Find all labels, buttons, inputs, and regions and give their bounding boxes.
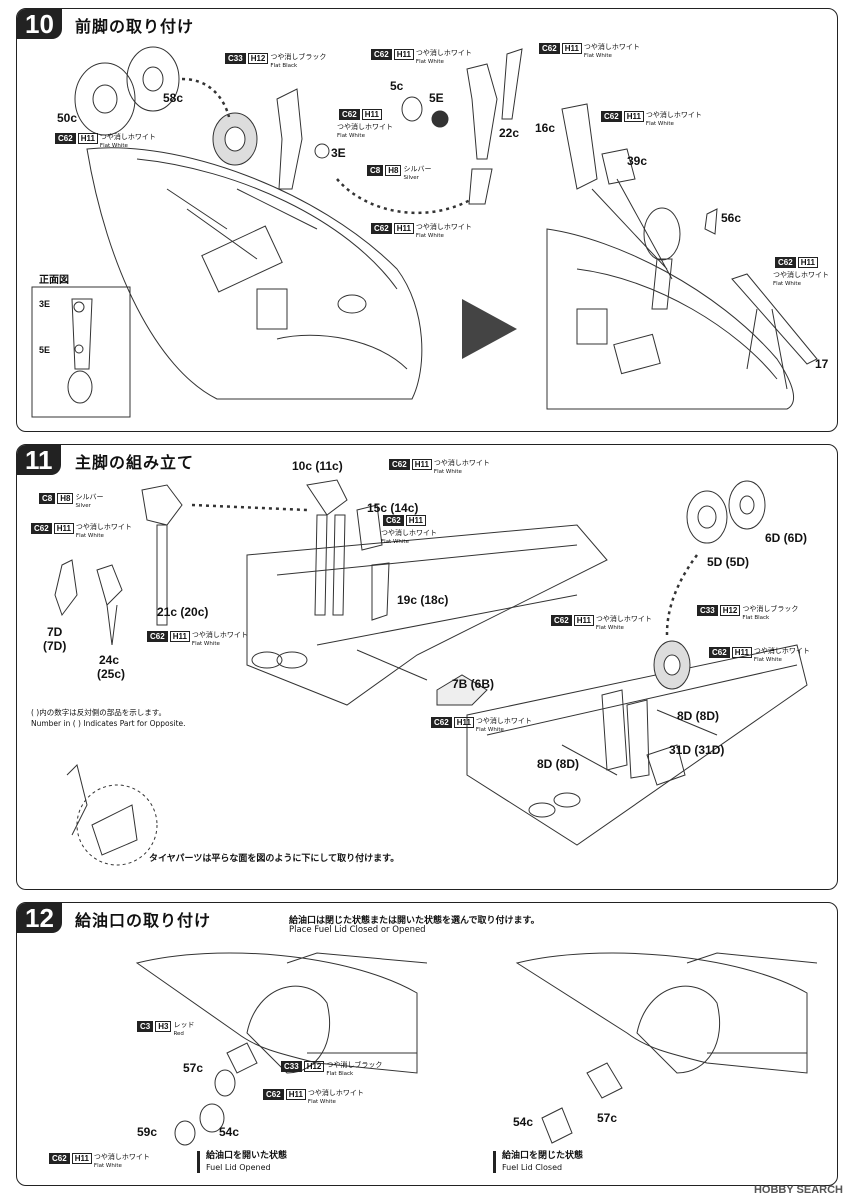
part-25c: (25c)	[97, 667, 126, 681]
step-10-drawing	[31, 46, 818, 418]
step-title: 前脚の取り付け	[75, 17, 195, 36]
part-17: 17	[815, 357, 829, 371]
fuel-lid-choice-en: Place Fuel Lid Closed or Opened	[289, 925, 426, 935]
step-title: 主脚の組み立て	[75, 453, 195, 472]
step-10-panel: 10 前脚の取り付け	[16, 8, 838, 432]
step-number: 11	[17, 445, 61, 475]
front-view-title: 正面図	[39, 275, 69, 286]
part-57c-closed: 57c	[597, 1111, 618, 1125]
part-15c: 15c (14c)	[367, 501, 419, 515]
fuel-lid-choice-jp: 給油口は閉じた状態または開いた状態を選んで取り付けます。	[289, 916, 540, 926]
opposite-part-note-en: Number in ( ) Indicates Part for Opposit…	[31, 719, 186, 728]
part-3e: 3E	[331, 146, 346, 160]
front-view-label-5e: 5E	[39, 345, 51, 355]
part-8d-b: 8D (8D)	[537, 757, 580, 771]
part-8d-a: 8D (8D)	[677, 709, 720, 723]
part-10c: 10c (11c)	[292, 459, 343, 473]
step-12-drawing	[135, 952, 818, 1146]
part-39c: 39c	[627, 154, 648, 168]
part-6d: 6D (6D)	[765, 531, 808, 545]
opposite-part-note-jp: ( )内の数字は反対側の部品を示します。	[31, 708, 166, 717]
step-11-panel: 11 主脚の組み立て	[16, 444, 838, 890]
part-24c: 24c	[99, 653, 120, 667]
fuel-lid-opened-label: 給油口を開いた状態 Fuel Lid Opened	[197, 1151, 287, 1173]
part-19c: 19c (18c)	[397, 593, 449, 607]
part-56c: 56c	[721, 211, 742, 225]
step-11-drawing	[54, 479, 808, 866]
part-58c: 58c	[163, 91, 184, 105]
fuel-lid-closed-label: 給油口を閉じた状態 Fuel Lid Closed	[493, 1151, 583, 1173]
part-5c: 5c	[390, 79, 404, 93]
front-view-label-3e: 3E	[39, 299, 51, 309]
part-59c: 59c	[137, 1125, 158, 1139]
front-view-box	[31, 286, 131, 418]
part-22c: 22c	[499, 126, 520, 140]
part-7d: 7D	[47, 625, 63, 639]
part-21c: 21c (20c)	[157, 605, 209, 619]
part-57c: 57c	[183, 1061, 204, 1075]
part-54c: 54c	[219, 1125, 240, 1139]
part-7b: 7B (6B)	[452, 677, 495, 691]
part-50c: 50c	[57, 111, 78, 125]
step-number: 12	[17, 903, 62, 933]
part-54c-closed: 54c	[513, 1115, 534, 1129]
part-5d: 5D (5D)	[707, 555, 750, 569]
part-5e: 5E	[429, 91, 444, 105]
part-7d-opp: (7D)	[43, 639, 67, 653]
step-title: 給油口の取り付け	[75, 911, 212, 930]
part-16c: 16c	[535, 121, 556, 135]
step-12-panel: 12 給油口の取り付け 給油口は閉じた状態または開いた状態を選んで取り付けます。…	[16, 902, 838, 1186]
watermark: HOBBY SEARCH	[753, 1184, 843, 1196]
step-number: 10	[17, 9, 62, 39]
part-31d: 31D (31D)	[669, 743, 725, 757]
tire-note: タイヤパーツは平らな面を図のように下にして取り付けます。	[149, 854, 400, 864]
